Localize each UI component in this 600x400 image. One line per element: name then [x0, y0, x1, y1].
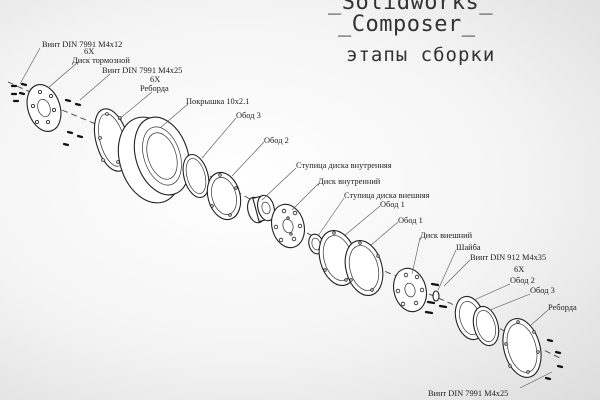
rim-3-bottom	[472, 305, 500, 347]
screws-m4x25-top	[62, 98, 84, 147]
title-composer: _Composer_	[338, 12, 476, 37]
label-qty-1: 6X	[84, 47, 94, 56]
label-brake-disc: Диск тормозной	[72, 56, 130, 65]
flange-bottom	[502, 318, 542, 378]
tire	[117, 116, 191, 204]
label-washer: Шайба	[456, 243, 481, 252]
label-qty-3: 6X	[514, 265, 524, 274]
label-inner-disc: Диск внутренний	[318, 177, 381, 186]
rim-1-b	[344, 240, 384, 296]
screws-m4x12-left	[10, 82, 28, 103]
label-rim-1-a: Обод 1	[380, 200, 405, 209]
label-inner-hub: Ступица диска внутренняя	[296, 161, 392, 170]
label-screw-din912: Винт DIN 912 M4x35	[470, 253, 546, 262]
label-tire: Покрышка 10x2.1	[186, 97, 249, 106]
inner-hub	[247, 194, 275, 224]
washer	[432, 290, 440, 302]
label-outer-hub: Ступица диска внешняя	[344, 191, 430, 200]
leader-lines	[19, 47, 553, 389]
label-flange-top: Реборда	[140, 84, 169, 93]
label-rim-3-top: Обод 3	[236, 111, 261, 120]
inner-disc	[270, 203, 306, 249]
outer-disc	[392, 267, 428, 313]
brake-disc	[26, 84, 62, 132]
rim-3-top	[182, 153, 210, 199]
label-rim-3-bottom: Обод 3	[530, 286, 555, 295]
label-rim-1-b: Обод 1	[398, 216, 423, 225]
screws-din912	[424, 282, 448, 315]
label-screw-m4x12: Винт DIN 7991 M4x12	[42, 40, 122, 49]
title-assembly-stages: этапы сборки	[346, 44, 496, 66]
label-rim-2-top: Обод 2	[264, 136, 289, 145]
label-rim-2-bottom: Обод 2	[510, 276, 535, 285]
label-qty-2: 6X	[150, 75, 160, 84]
rim-2-top	[206, 171, 242, 221]
title-solidworks: _Solidworks_	[328, 0, 493, 15]
label-outer-disc: Диск внешний	[420, 231, 473, 240]
screws-m4x25-bottom	[544, 338, 564, 381]
label-screw-m4x25-top: Винт DIN 7991 M4x25	[102, 66, 182, 75]
label-flange-bottom: Реборда	[548, 303, 577, 312]
label-screw-m4x25-bottom: Винт DIN 7991 M4x25	[428, 389, 508, 398]
